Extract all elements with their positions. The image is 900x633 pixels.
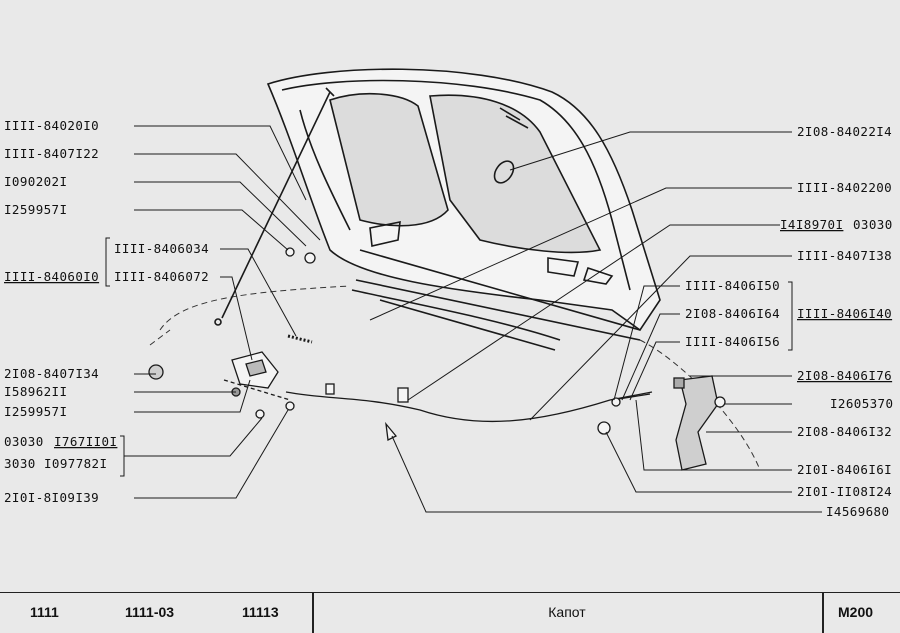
part-label: I2605370 <box>830 396 893 411</box>
part-label: I259957I <box>4 202 67 217</box>
part-label-underlined: 2I08-8406I76 <box>797 368 892 383</box>
right-leader-lines <box>369 131 822 513</box>
hood-panel <box>266 68 661 351</box>
part-label: 2I0I-II08I24 <box>797 484 892 499</box>
hood-support-rod <box>214 87 335 326</box>
part-label: I259957I <box>4 404 67 419</box>
divider <box>822 593 824 633</box>
title-block: 1111 1111-03 11113 Капот M200 <box>0 592 900 633</box>
part-label: 2I0I-8406I6I <box>797 462 892 477</box>
part-label: I090202I <box>4 174 67 189</box>
hood-parts-diagram: IIII-84020I0 IIII-8407I22 I090202I I2599… <box>4 68 893 519</box>
diagram-title: Капот <box>548 604 586 620</box>
part-label: IIII-8406I56 <box>685 334 780 349</box>
part-label: 2I08-8406I64 <box>685 306 780 321</box>
part-label: IIII-8407I22 <box>4 146 99 161</box>
page-code: M200 <box>838 604 874 620</box>
part-label: IIII-8406072 <box>114 269 209 284</box>
part-label: I4569680 <box>826 504 889 519</box>
part-label: I097782I <box>44 456 107 471</box>
part-label: 3030 <box>4 456 36 471</box>
part-label: 2I08-84022I4 <box>797 124 892 139</box>
part-label-underlined: IIII-8406I40 <box>797 306 892 321</box>
part-label: I58962II <box>4 384 67 399</box>
left-leader-lines <box>105 125 321 499</box>
part-label-underlined: I767II0I <box>54 434 117 449</box>
part-label: IIII-8407I38 <box>797 248 892 263</box>
part-label: IIII-8406I50 <box>685 278 780 293</box>
body-outline <box>149 285 761 471</box>
part-label-underlined: IIII-84060I0 <box>4 269 99 284</box>
lock-and-cable <box>148 247 726 471</box>
part-label: IIII-84020I0 <box>4 118 99 133</box>
part-label: IIII-8402200 <box>797 180 892 195</box>
divider <box>312 593 314 633</box>
part-label: 03030 <box>4 434 44 449</box>
part-label: 03030 <box>853 217 893 232</box>
model-number: 11113 <box>242 604 279 620</box>
part-label: 2I08-8407I34 <box>4 366 99 381</box>
model-number: 1111 <box>30 604 59 620</box>
model-number: 1111-03 <box>125 604 175 620</box>
part-label: 2I0I-8I09I39 <box>4 490 99 505</box>
part-label: 2I08-8406I32 <box>797 424 892 439</box>
part-label: IIII-8406034 <box>114 241 209 256</box>
part-label-underlined: I4I8970I <box>780 217 843 232</box>
